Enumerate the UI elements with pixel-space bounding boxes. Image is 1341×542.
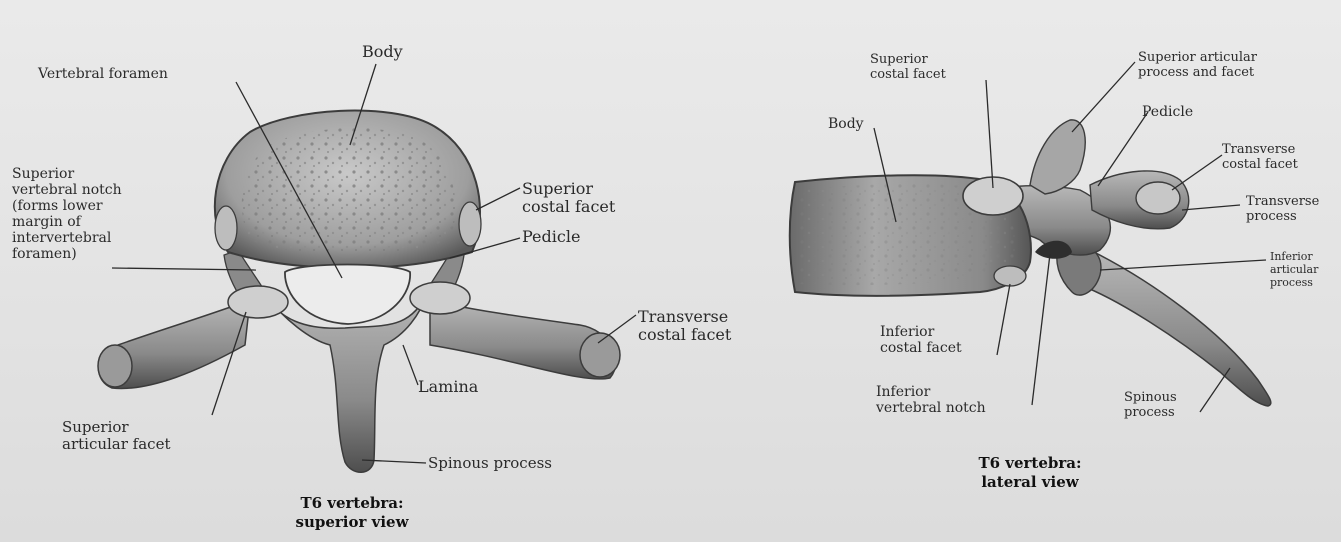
label-superior-pedicle: Pedicle — [522, 229, 580, 245]
right-transverse-tip — [580, 333, 620, 377]
caption-lateral-view: T6 vertebra: lateral view — [960, 454, 1100, 492]
label-superior-spinous-process: Spinous process — [428, 455, 552, 471]
left-superior-articular-facet — [228, 286, 288, 318]
label-lateral-pedicle: Pedicle — [1142, 104, 1193, 120]
lateral-spinous-process — [1080, 250, 1271, 406]
lateral-view-illustration — [790, 120, 1271, 406]
label-superior-articular-process: Superior articular process and facet — [1138, 50, 1257, 80]
label-lamina: Lamina — [418, 379, 478, 395]
label-transverse-process: Transverse process — [1246, 194, 1319, 224]
right-superior-articular-facet — [410, 282, 470, 314]
label-lateral-body: Body — [828, 116, 864, 132]
lateral-transverse-costal-facet — [1136, 182, 1180, 214]
label-transverse-costal-facet: Transverse costal facet — [638, 308, 731, 344]
label-superior-costal-facet: Superior costal facet — [522, 180, 615, 216]
label-inferior-vertebral-notch: Inferior vertebral notch — [876, 384, 986, 416]
lateral-superior-articular-process — [1030, 120, 1085, 194]
lateral-inferior-costal-facet — [994, 266, 1026, 286]
vertebral-foramen-shape — [285, 265, 410, 325]
label-lateral-spinous-process: Spinous process — [1124, 390, 1177, 420]
left-superior-costal-facet — [215, 206, 237, 250]
label-lateral-transverse-costal-facet: Transverse costal facet — [1222, 142, 1298, 172]
label-superior-body: Body — [362, 44, 403, 60]
label-lateral-superior-costal-facet: Superior costal facet — [870, 52, 946, 82]
superior-view-illustration — [98, 111, 620, 473]
label-inferior-articular-process: Inferior articular process — [1270, 250, 1318, 289]
label-superior-articular-facet: Superior articular facet — [62, 419, 170, 453]
caption-superior-view: T6 vertebra: superior view — [262, 494, 442, 532]
left-transverse-tip — [98, 345, 132, 387]
label-vertebral-foramen: Vertebral foramen — [38, 66, 168, 82]
label-superior-vertebral-notch: Superior vertebral notch (forms lower ma… — [12, 166, 122, 262]
vertebral-body-spongy — [242, 128, 456, 254]
label-inferior-costal-facet: Inferior costal facet — [880, 324, 962, 356]
